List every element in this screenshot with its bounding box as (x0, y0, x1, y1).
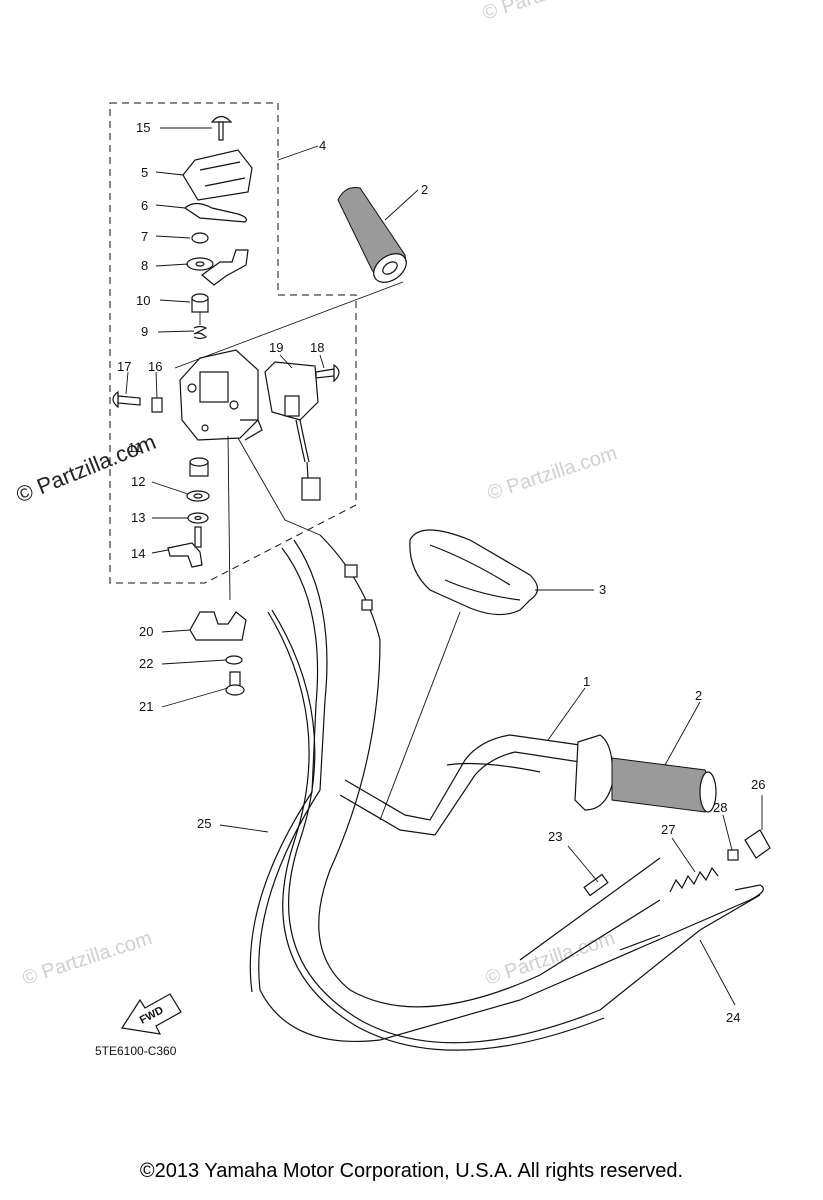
part-label: 27 (661, 822, 675, 837)
screw-17 (117, 395, 141, 406)
gasket (184, 202, 248, 223)
watermark: © Partzilla.com (20, 927, 155, 990)
watermark: © Partzilla.com (480, 0, 615, 25)
clamp-20 (189, 611, 247, 641)
part-label: 17 (117, 359, 131, 374)
switch-assembly-boundary (109, 102, 357, 584)
part-label: 18 (310, 340, 324, 355)
washer-12 (186, 490, 210, 502)
part-label: 24 (726, 1010, 740, 1025)
part-label: 1 (583, 674, 590, 689)
switch-parts (182, 115, 253, 340)
lever-14 (167, 542, 203, 568)
part-label: 7 (141, 229, 148, 244)
part-label: 10 (136, 293, 150, 308)
part-label: 25 (197, 816, 211, 831)
nut-28 (727, 849, 739, 861)
cables (249, 534, 761, 1051)
part-label: 4 (319, 138, 326, 153)
part-label: 9 (141, 324, 148, 339)
part-label: 8 (141, 258, 148, 273)
throttle-grip (574, 734, 717, 813)
part-label: 11 (128, 440, 142, 455)
part-label: 26 (751, 777, 765, 792)
screw-15 (210, 115, 233, 141)
part-label: 14 (131, 546, 145, 561)
washer (186, 257, 214, 271)
part-label: 15 (136, 120, 150, 135)
part-label: 19 (269, 340, 283, 355)
watermark: © Partzilla.com (485, 442, 620, 505)
handlebar (344, 734, 581, 821)
part-label: 23 (548, 829, 562, 844)
part-label: 20 (139, 624, 153, 639)
part-label: 22 (139, 656, 153, 671)
part-label: 6 (141, 198, 148, 213)
part-label: 2 (695, 688, 702, 703)
part-label: 13 (131, 510, 145, 525)
grip-upper (337, 187, 407, 283)
spring (193, 325, 208, 340)
part-label: 12 (131, 474, 145, 489)
diagram-code: 5TE6100-C360 (95, 1044, 177, 1058)
part-label: 28 (713, 800, 727, 815)
part-label: 3 (599, 582, 606, 597)
screw-18 (315, 368, 335, 379)
part-label: 5 (141, 165, 148, 180)
washer-16 (151, 397, 163, 413)
washer-22 (225, 655, 243, 665)
part-label: 21 (139, 699, 153, 714)
part-label: 2 (421, 182, 428, 197)
washer-13 (187, 512, 209, 524)
bracket-lever (201, 249, 249, 286)
nut (191, 232, 209, 244)
part-label: 16 (148, 359, 162, 374)
switch-cover (182, 149, 253, 201)
watermark: © Partzilla.com (483, 927, 618, 990)
copyright-notice: ©2013 Yamaha Motor Corporation, U.S.A. A… (139, 1160, 684, 1182)
switch-housing (179, 349, 263, 441)
handlebar-pad (409, 529, 539, 616)
fwd-arrow: FWD (120, 993, 182, 1035)
connector (301, 477, 321, 501)
cable-23 (519, 857, 661, 961)
part-labels: 1 2 2 3 4 5 6 7 8 9 10 11 12 13 14 15 16… (117, 120, 765, 1025)
spring-27 (669, 866, 719, 893)
leader-lines (125, 127, 763, 1006)
switch-19 (264, 361, 321, 501)
cable-24 (519, 884, 764, 1001)
adjuster-26 (744, 829, 771, 859)
